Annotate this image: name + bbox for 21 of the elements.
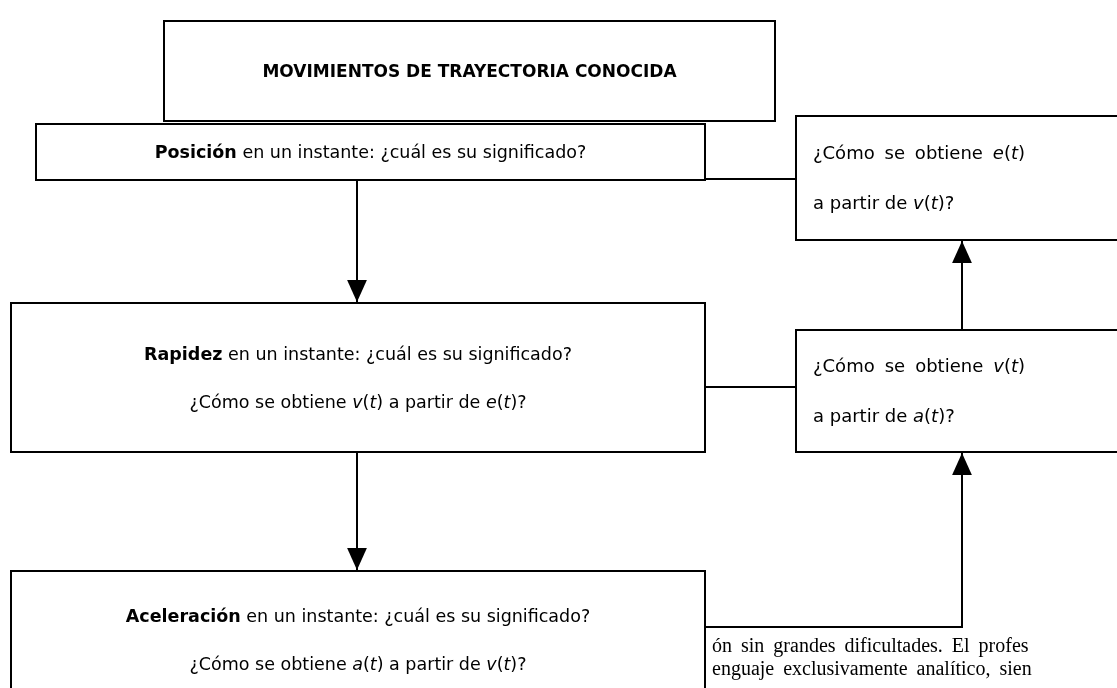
arrow xyxy=(705,452,972,628)
connector-line xyxy=(705,178,796,180)
title-box: MOVIMIENTOS DE TRAYECTORIA CONOCIDA xyxy=(163,20,776,122)
process-box xyxy=(795,115,1117,241)
process-box xyxy=(10,570,706,688)
process-box xyxy=(795,329,1117,453)
box-text: Aceleración en un instante: ¿cuál es su significado? xyxy=(124,606,592,626)
box-text: ¿Cómo se obtiene e(t) a partir de v(t)? xyxy=(813,141,1025,215)
arrow xyxy=(347,452,367,571)
body-text-fragment: ón sin grandes dificultades. El profes xyxy=(712,634,1029,657)
body-text-fragment: enguaje exclusivamente analítico, sien xyxy=(712,657,1032,680)
process-box xyxy=(10,302,706,453)
process-box xyxy=(35,123,706,181)
arrow xyxy=(347,180,367,303)
question-text: ¿Cómo se obtiene a(t) a partir de v(t)? xyxy=(188,654,528,674)
arrow xyxy=(952,240,972,330)
box-text: ¿Cómo se obtiene v(t) a partir de a(t)? xyxy=(813,354,1025,428)
box-text: Rapidez en un instante: ¿cuál es su significado? xyxy=(143,343,573,364)
question-text: ¿Cómo se obtiene v(t) a partir de e(t)? xyxy=(188,391,528,412)
connector-line xyxy=(705,386,796,388)
box-text: Posición en un instante: ¿cuál es su significado? xyxy=(153,142,588,162)
